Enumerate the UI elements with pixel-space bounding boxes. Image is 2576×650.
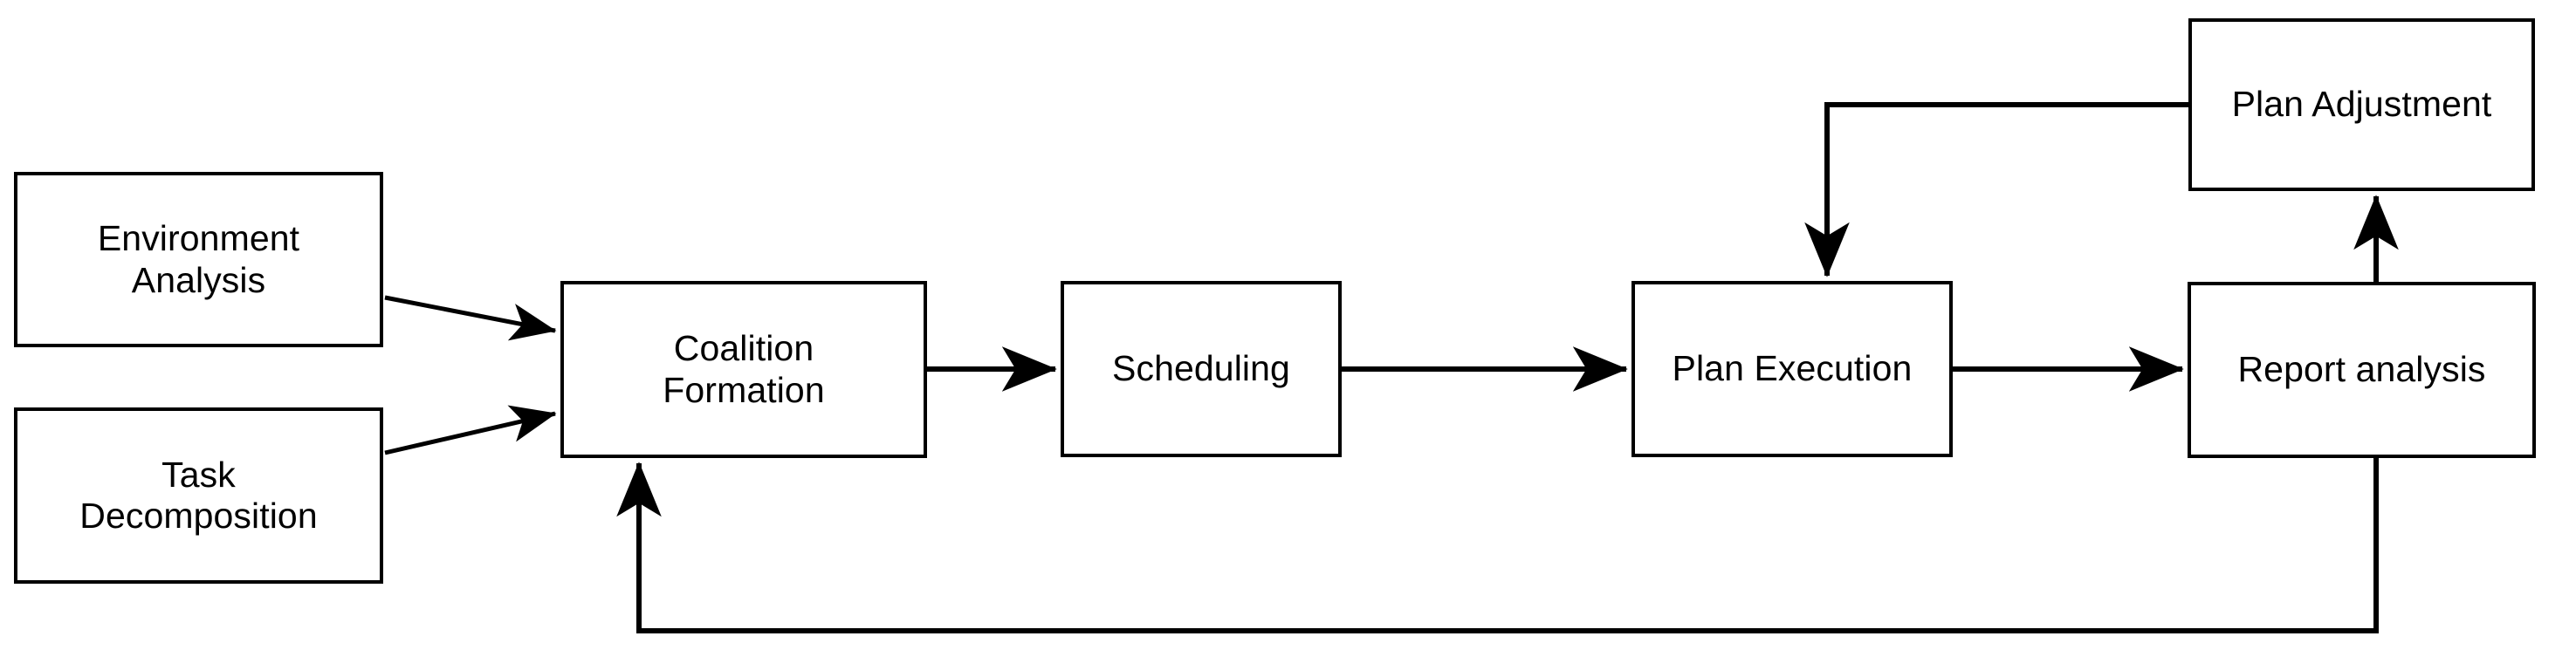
- node-label-environment-analysis: Environment Analysis: [97, 218, 300, 300]
- edge-task-decomposition-to-coalition-formation: [384, 405, 557, 455]
- node-environment-analysis[interactable]: Environment Analysis: [14, 172, 383, 347]
- node-coalition-formation[interactable]: Coalition Formation: [560, 281, 927, 458]
- node-report-analysis[interactable]: Report analysis: [2188, 282, 2536, 458]
- node-label-plan-execution: Plan Execution: [1672, 348, 1913, 389]
- node-label-plan-adjustment: Plan Adjustment: [2231, 84, 2492, 125]
- edge-report-analysis-to-coalition-formation: [616, 458, 2379, 633]
- node-task-decomposition[interactable]: Task Decomposition: [14, 407, 383, 584]
- node-plan-adjustment[interactable]: Plan Adjustment: [2188, 18, 2535, 191]
- node-label-scheduling: Scheduling: [1112, 348, 1290, 389]
- node-label-task-decomposition: Task Decomposition: [79, 454, 318, 536]
- node-label-coalition-formation: Coalition Formation: [663, 328, 825, 410]
- edge-plan-adjustment-to-plan-execution: [1804, 102, 2188, 277]
- edge-environment-analysis-to-coalition-formation: [384, 295, 557, 341]
- node-label-report-analysis: Report analysis: [2237, 349, 2486, 390]
- node-scheduling[interactable]: Scheduling: [1061, 281, 1342, 457]
- node-plan-execution[interactable]: Plan Execution: [1631, 281, 1953, 457]
